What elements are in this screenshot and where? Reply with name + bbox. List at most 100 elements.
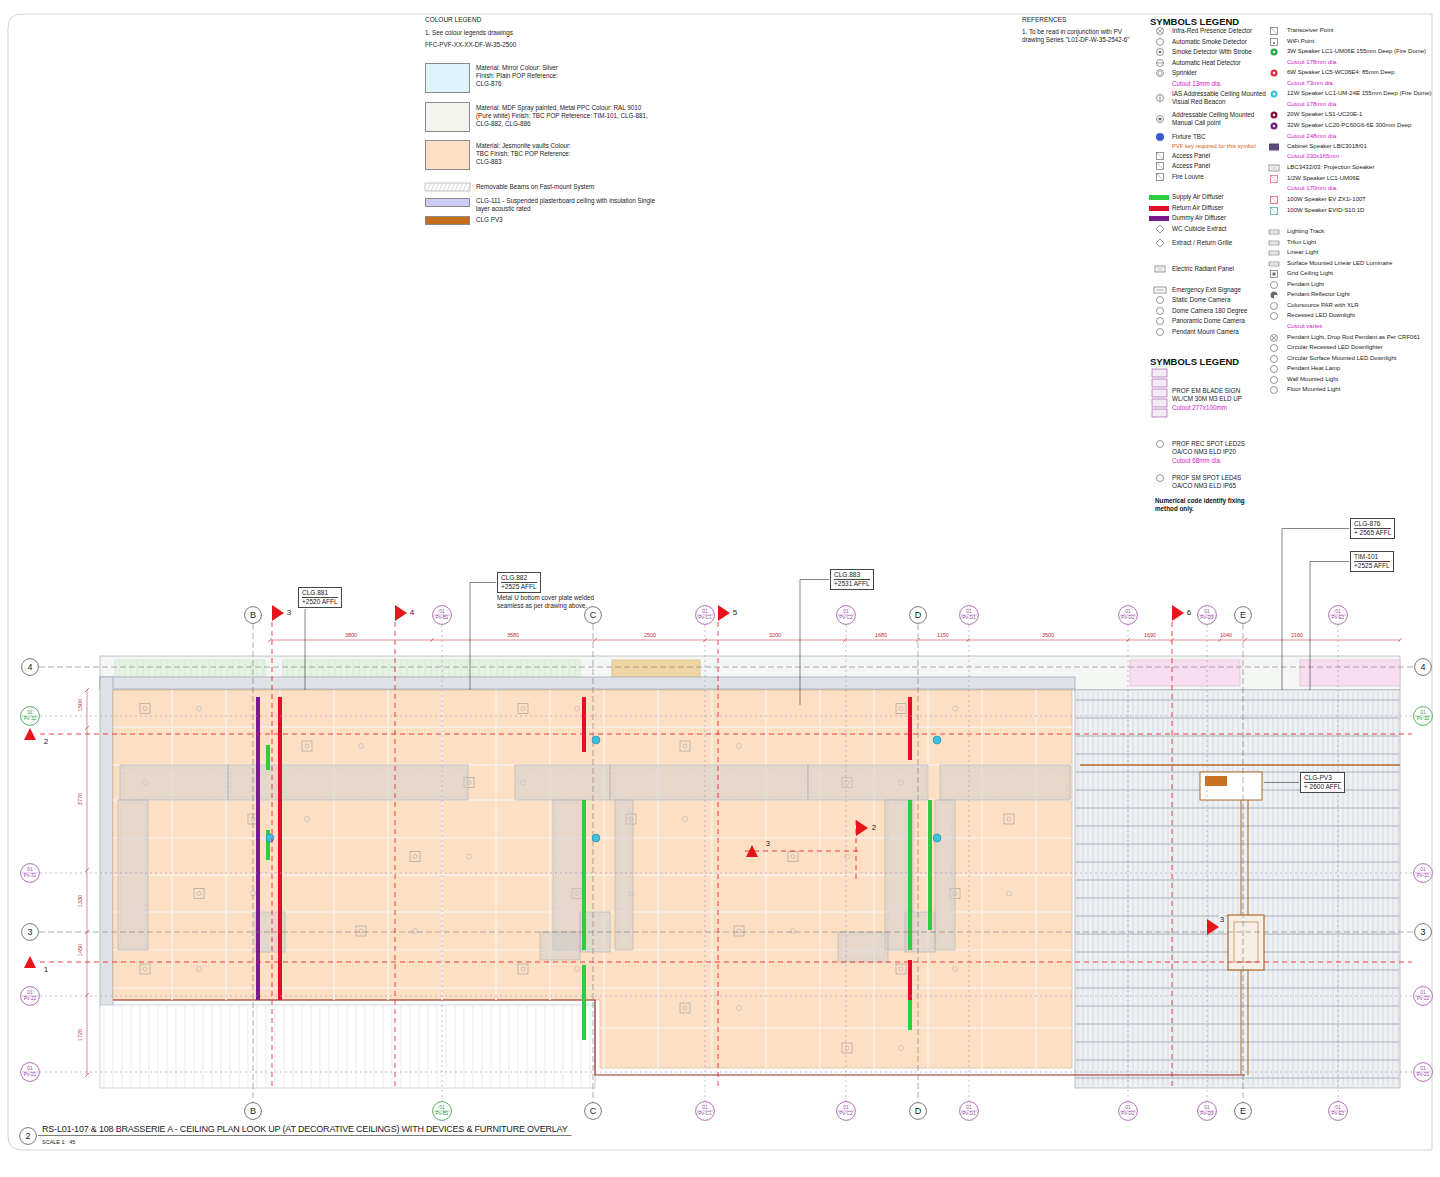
symbol-icon (1273, 114, 1275, 116)
beam-outline (118, 800, 148, 950)
device-symbol (896, 964, 906, 974)
soffit-line (527, 1006, 528, 1087)
grid-bubble: D (909, 606, 927, 624)
legend-text: PROF REC SPOT LED2S OA/CO NM3 ELD IP20 (1172, 440, 1257, 455)
tag-reference: CLG.883 (834, 571, 870, 580)
grid-letter: D (915, 1106, 922, 1116)
section-number: 2 (43, 737, 49, 747)
dimension: 3800 (344, 632, 358, 639)
tile-joint (496, 690, 497, 1068)
device-symbol (1007, 817, 1011, 821)
soffit-line (167, 1006, 168, 1087)
grille-line (1208, 692, 1209, 1086)
grille-line (1173, 692, 1174, 1086)
device-symbol (734, 926, 744, 936)
pv-grid-ref: Pv-32 (1417, 716, 1430, 722)
grille-line (1268, 692, 1269, 1086)
bubble-circle (21, 1063, 40, 1082)
soffit-line (194, 1006, 195, 1087)
pv-sheet: 01 (1335, 1105, 1340, 1111)
pv-sheet: 01 (27, 1066, 32, 1072)
pv-grid-ref: Pv-D3 (1200, 1111, 1213, 1117)
legend-text: Removable Beams on Fast-mount System (476, 183, 594, 191)
symbol-icon (1157, 163, 1164, 170)
pv-grid-bubble: 01Pv-E1 (1328, 1101, 1348, 1121)
pv-grid-bubble: 01Pv-D3 (1197, 605, 1217, 625)
legend-text: CLG PV3 (476, 216, 503, 224)
grid-letter: 2 (25, 1131, 30, 1141)
symbol-icon (1157, 174, 1164, 181)
pv-grid-bubble: 01Pv-22 (20, 986, 40, 1006)
grille-line (1163, 692, 1164, 1086)
bubble-circle (1329, 1102, 1348, 1121)
section-markers (24, 605, 1412, 1090)
symbol-icon (1158, 71, 1162, 75)
symbol-icon (1271, 123, 1278, 130)
hatch-sample (427, 183, 431, 191)
symbol-icon (1271, 176, 1278, 183)
grid-bubble: 2 (19, 1127, 37, 1145)
dimension-tick (1170, 638, 1174, 642)
soffit-line (383, 1006, 384, 1087)
bubble-circle (585, 1103, 602, 1120)
device-symbol (680, 741, 690, 751)
soffit-line (347, 1006, 348, 1087)
tag-height: + 2600 AFFL (1304, 783, 1341, 791)
bubble-circle (1414, 707, 1433, 726)
soffit-line (446, 1006, 447, 1087)
device-symbol (845, 1046, 849, 1050)
bubble-circle (1414, 864, 1433, 883)
pv-grid-line (40, 873, 1413, 874)
section-marker (718, 605, 730, 621)
title-rule (38, 1135, 572, 1136)
ceiling-boundary (113, 1000, 1245, 1075)
leader-lines (305, 529, 1349, 783)
dimension: 3580 (506, 632, 520, 639)
tile-joint (550, 690, 551, 1068)
tile-joint (171, 690, 173, 1068)
beam-outline (610, 765, 808, 800)
pv-sheet: 01 (1420, 990, 1425, 996)
device-symbol (683, 1006, 687, 1010)
section-marker (1207, 919, 1219, 935)
leader-line (305, 609, 306, 690)
soffit-line (572, 1006, 573, 1087)
dimension: 2500 (643, 632, 657, 639)
grid-letter: E (1240, 610, 1246, 620)
grille-line (1308, 692, 1309, 1086)
device-symbol (197, 892, 201, 896)
pv-grid-ref: Pv-D1 (962, 615, 975, 621)
legend-text: Fire Louvre (1172, 173, 1204, 181)
legend-text: Panoramic Dome Camera (1172, 317, 1245, 325)
bubble-circle (22, 659, 39, 676)
pv-grid-ref: Pv-C2 (839, 615, 852, 621)
legend-text: Smoke Detector With Strobe (1172, 48, 1252, 56)
tile-joint (333, 690, 335, 1068)
grille-line (1238, 692, 1239, 1086)
pv-sheet: 01 (27, 990, 32, 996)
dimension: 1680 (874, 632, 888, 639)
legend-text: Pendant Mount Camera (1172, 328, 1239, 336)
tag-reference: CLG-876 (1354, 520, 1391, 529)
pv-sheet: 01 (1420, 867, 1425, 873)
device-symbol (518, 964, 528, 974)
grille-line (1203, 692, 1204, 1086)
soffit-line (509, 1006, 510, 1087)
dimension-tick (703, 638, 707, 642)
grille-line (1328, 692, 1329, 1086)
grille-line (1368, 692, 1369, 1086)
return-diffuser (278, 697, 282, 1000)
grille-rail (1076, 754, 1399, 755)
legend-swatch (1149, 216, 1169, 221)
grid-letter: 4 (27, 662, 32, 672)
legend-text: Colorsource PAR with XLR (1287, 302, 1359, 309)
grille-line (1383, 692, 1384, 1086)
dimension-tick (85, 1073, 89, 1077)
section-number: 3 (765, 840, 771, 848)
symbol-icon (1271, 28, 1278, 35)
beam-outline (228, 765, 468, 800)
pv3-box (1200, 772, 1262, 800)
symbol-icon (1271, 303, 1278, 310)
grid-bubble: 3 (1414, 923, 1432, 941)
grid-bubble: E (1234, 1102, 1252, 1120)
